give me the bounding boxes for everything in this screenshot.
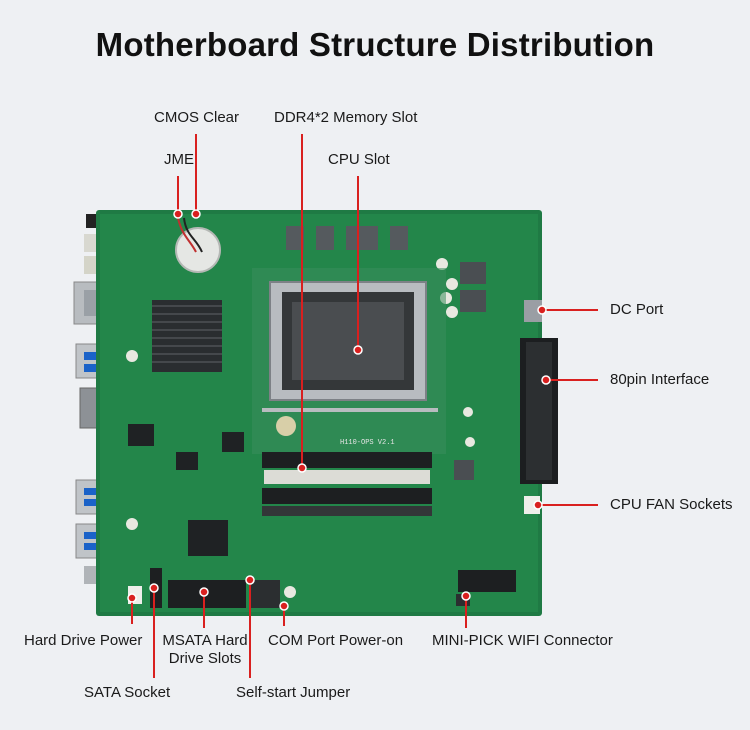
memory-slots <box>262 452 432 516</box>
capacitors <box>126 258 475 598</box>
heatsink <box>152 300 222 372</box>
label-ddr4-memory-slot: DDR4*2 Memory Slot <box>274 109 418 126</box>
label-mini-pick-wifi-connector: MINI-PICK WIFI Connector <box>432 632 613 649</box>
label-cpu-fan-sockets: CPU FAN Sockets <box>610 496 733 513</box>
label-cmos-clear: CMOS Clear <box>154 109 240 126</box>
callout-dots <box>127 209 551 611</box>
page-title: Motherboard Structure Distribution <box>95 26 655 63</box>
label-cpu-slot: CPU Slot <box>328 151 390 168</box>
label-msata-line1: MSATA Hard <box>162 632 248 649</box>
label-hard-drive-power: Hard Drive Power <box>24 632 143 649</box>
label-self-start-jumper: Self-start Jumper <box>236 684 351 701</box>
dc-port-shape <box>524 300 542 322</box>
label-msata-hard-drive-slots: MSATA Hard Drive Slots <box>158 632 252 668</box>
label-jme: JME <box>164 151 194 168</box>
board-model-silk: H110-OPS V2.1 <box>340 439 395 447</box>
cmos-battery <box>175 227 221 273</box>
label-dc-port: DC Port <box>610 301 664 318</box>
label-80pin-interface: 80pin Interface <box>610 371 710 388</box>
cpu-socket <box>252 268 446 454</box>
label-msata-line2: Drive Slots <box>168 650 242 667</box>
label-sata-socket: SATA Socket <box>84 684 171 701</box>
callout-lines <box>131 134 598 678</box>
cpu-fan-socket-shape <box>524 496 540 514</box>
label-com-port-power-on: COM Port Power-on <box>268 632 404 649</box>
vrm-components <box>286 226 486 480</box>
chips <box>128 424 244 556</box>
